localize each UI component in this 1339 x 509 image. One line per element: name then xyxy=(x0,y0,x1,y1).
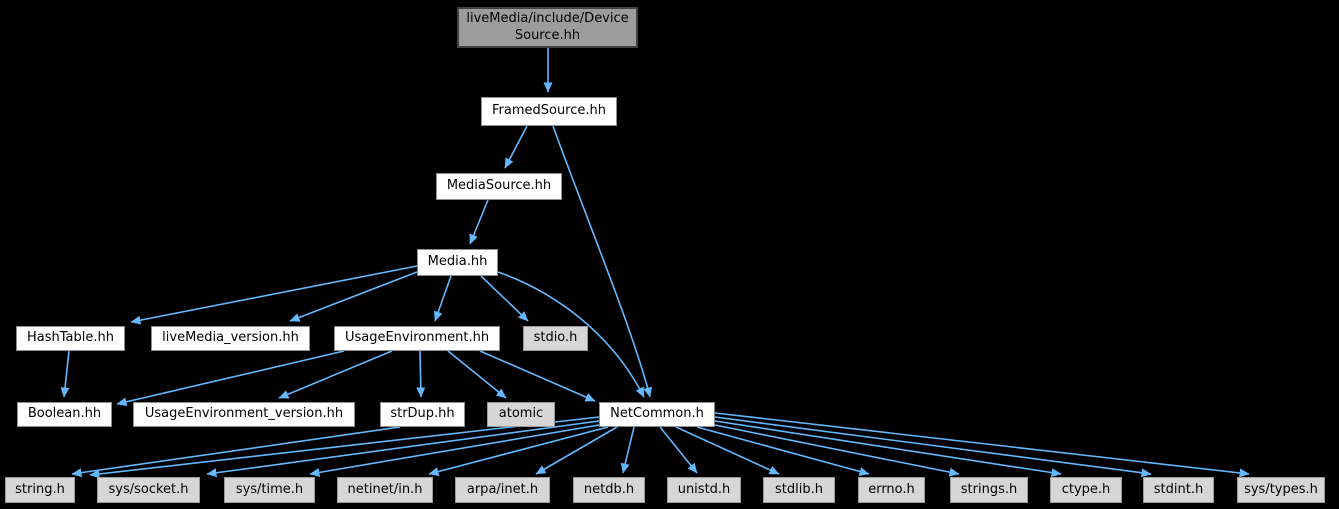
graph-node-ue-version[interactable]: UsageEnvironment_version.hh xyxy=(133,402,355,427)
graph-node-sys-socket[interactable]: sys/socket.h xyxy=(97,477,200,503)
include-edge-netcommon-to-strings xyxy=(714,424,960,477)
graph-node-label: stdint.h xyxy=(1153,481,1204,497)
graph-node-label: strings.h xyxy=(960,481,1018,497)
graph-node-devicesource[interactable]: liveMedia/include/Device Source.hh xyxy=(457,7,638,48)
include-edge-media-to-usageenvironment xyxy=(433,275,452,322)
include-edge-usageenvironment-to-strdup xyxy=(416,350,426,398)
graph-node-stdlib[interactable]: stdlib.h xyxy=(763,477,835,503)
graph-node-label: stdio.h xyxy=(533,330,578,346)
graph-node-label: sys/socket.h xyxy=(108,481,189,497)
graph-node-label: unistd.h xyxy=(677,481,731,497)
include-edge-netcommon-to-errno xyxy=(696,426,870,476)
graph-node-netinet-in[interactable]: netinet/in.h xyxy=(337,477,433,503)
include-edge-netcommon-to-stdlib xyxy=(675,426,780,475)
graph-node-label: FramedSource.hh xyxy=(491,103,607,119)
graph-node-hashtable[interactable]: HashTable.hh xyxy=(16,326,125,351)
graph-node-errno[interactable]: errno.h xyxy=(858,477,925,503)
include-edge-netcommon-to-sys_time xyxy=(309,424,600,477)
graph-node-sys-time[interactable]: sys/time.h xyxy=(224,477,315,503)
include-edge-hashtable-to-boolean xyxy=(60,350,70,398)
graph-node-label: netinet/in.h xyxy=(347,481,423,497)
graph-node-label: NetCommon.h xyxy=(610,406,704,422)
graph-node-label: HashTable.hh xyxy=(27,330,114,346)
graph-node-label: sys/types.h xyxy=(1244,481,1318,497)
graph-node-label: liveMedia_version.hh xyxy=(162,330,299,346)
graph-node-label: MediaSource.hh xyxy=(446,178,552,194)
graph-node-label: sys/time.h xyxy=(235,481,304,497)
include-edge-mediasource-to-media xyxy=(469,199,489,245)
include-edge-media-to-livemedia_version xyxy=(289,271,418,322)
include-edge-netcommon-to-netdb xyxy=(620,426,635,474)
graph-node-label: strDup.hh xyxy=(390,406,455,422)
include-edge-netcommon-to-ctype xyxy=(714,420,1062,478)
include-edge-usageenvironment-to-ue_version xyxy=(278,350,393,399)
include-edge-framedsource-to-netcommon xyxy=(552,125,653,398)
graph-node-arpa-inet[interactable]: arpa/inet.h xyxy=(455,477,550,503)
graph-node-strings[interactable]: strings.h xyxy=(950,477,1028,503)
graph-node-label: atomic xyxy=(498,406,544,422)
graph-node-media[interactable]: Media.hh xyxy=(417,249,498,276)
include-edge-netcommon-to-sys_types xyxy=(714,412,1250,478)
graph-node-usageenvironment[interactable]: UsageEnvironment.hh xyxy=(334,326,500,351)
include-edge-netcommon-to-unistd xyxy=(659,426,698,474)
graph-node-stdio[interactable]: stdio.h xyxy=(523,326,588,351)
graph-node-strdup[interactable]: strDup.hh xyxy=(380,402,465,427)
include-edge-netcommon-to-arpa_inet xyxy=(535,426,618,475)
graph-node-ctype[interactable]: ctype.h xyxy=(1050,477,1122,503)
graph-node-label: UsageEnvironment_version.hh xyxy=(144,406,344,422)
include-edge-media-to-netcommon xyxy=(497,271,645,398)
graph-node-label: stdlib.h xyxy=(775,481,823,497)
graph-node-netdb[interactable]: netdb.h xyxy=(573,477,645,503)
graph-node-unistd[interactable]: unistd.h xyxy=(667,477,741,503)
include-edge-media-to-stdio xyxy=(480,275,529,322)
graph-node-label: Boolean.hh xyxy=(27,406,102,422)
graph-node-label: errno.h xyxy=(868,481,915,497)
graph-node-label: liveMedia/include/Device Source.hh xyxy=(466,11,629,43)
include-edge-usageenvironment-to-atomic xyxy=(447,350,507,399)
include-edge-netcommon-to-netinet_in xyxy=(428,426,609,476)
graph-node-label: Media.hh xyxy=(427,254,488,270)
include-edge-netcommon-to-sys_socket xyxy=(206,420,600,478)
graph-node-framedsource[interactable]: FramedSource.hh xyxy=(481,97,617,126)
graph-node-mediasource[interactable]: MediaSource.hh xyxy=(436,173,562,200)
include-edge-framedsource-to-mediasource xyxy=(504,125,528,169)
include-edge-media-to-hashtable xyxy=(130,265,418,325)
include-edge-usageenvironment-to-boolean xyxy=(116,350,345,407)
graph-node-string[interactable]: string.h xyxy=(5,477,75,503)
graph-node-livemedia-version[interactable]: liveMedia_version.hh xyxy=(151,326,310,351)
graph-node-label: UsageEnvironment.hh xyxy=(344,330,490,346)
graph-node-atomic[interactable]: atomic xyxy=(487,402,555,427)
graph-node-netcommon[interactable]: NetCommon.h xyxy=(599,402,715,427)
include-edge-usageenvironment-to-netcommon xyxy=(479,350,596,402)
graph-node-label: ctype.h xyxy=(1061,481,1111,497)
graph-node-stdint[interactable]: stdint.h xyxy=(1143,477,1214,503)
graph-node-boolean[interactable]: Boolean.hh xyxy=(17,402,112,427)
graph-node-label: netdb.h xyxy=(583,481,635,497)
include-edge-strdup-to-string xyxy=(71,426,401,478)
graph-node-label: string.h xyxy=(15,481,65,497)
include-edge-netcommon-to-stdint xyxy=(714,416,1152,478)
graph-node-label: arpa/inet.h xyxy=(466,481,539,497)
graph-node-sys-types[interactable]: sys/types.h xyxy=(1237,477,1325,503)
